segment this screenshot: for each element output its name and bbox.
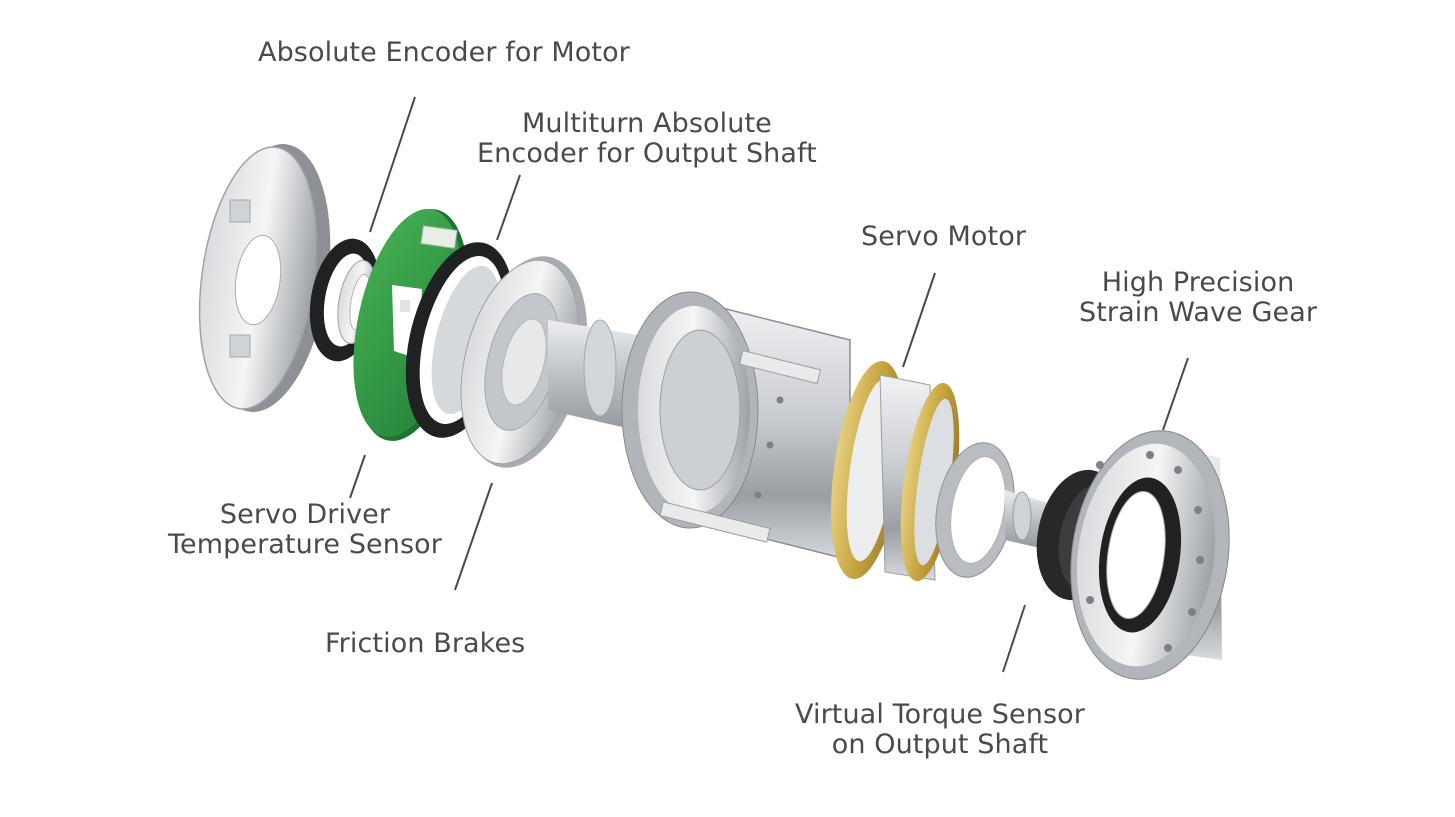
label-line: Absolute Encoder for Motor xyxy=(258,37,630,68)
leader-servo-driver-temp xyxy=(349,454,366,499)
leader-servo-motor xyxy=(902,272,936,368)
label-line: Encoder for Output Shaft xyxy=(477,138,817,169)
leader-multiturn-encoder xyxy=(496,174,521,241)
label-line: Servo Motor xyxy=(861,221,1027,252)
leader-friction-brakes xyxy=(454,482,493,591)
label-line: on Output Shaft xyxy=(831,729,1049,760)
leader-virtual-torque xyxy=(1002,604,1026,673)
friction-brake-disc xyxy=(460,256,588,468)
label-line: Strain Wave Gear xyxy=(1079,297,1318,328)
bearing-ring xyxy=(935,442,1015,578)
label-absolute-encoder-motor: Absolute Encoder for Motor xyxy=(258,38,630,68)
label-line: Multiturn Absolute xyxy=(522,108,772,139)
label-friction-brakes: Friction Brakes xyxy=(325,629,525,659)
label-line: Temperature Sensor xyxy=(168,529,442,560)
label-line: High Precision xyxy=(1101,267,1295,298)
leader-strain-wave-gear xyxy=(1162,357,1189,431)
absolute-encoder-motor-ring xyxy=(309,238,381,362)
leader-absolute-encoder xyxy=(369,96,416,233)
strain-wave-gear xyxy=(1070,430,1230,680)
label-servo-motor: Servo Motor xyxy=(861,222,1026,252)
label-line: Friction Brakes xyxy=(325,628,526,659)
rear-cover-plate xyxy=(198,144,331,412)
label-line: Servo Driver xyxy=(219,499,391,530)
label-line: Virtual Torque Sensor xyxy=(795,699,1085,730)
servo-motor-housing xyxy=(621,291,851,561)
